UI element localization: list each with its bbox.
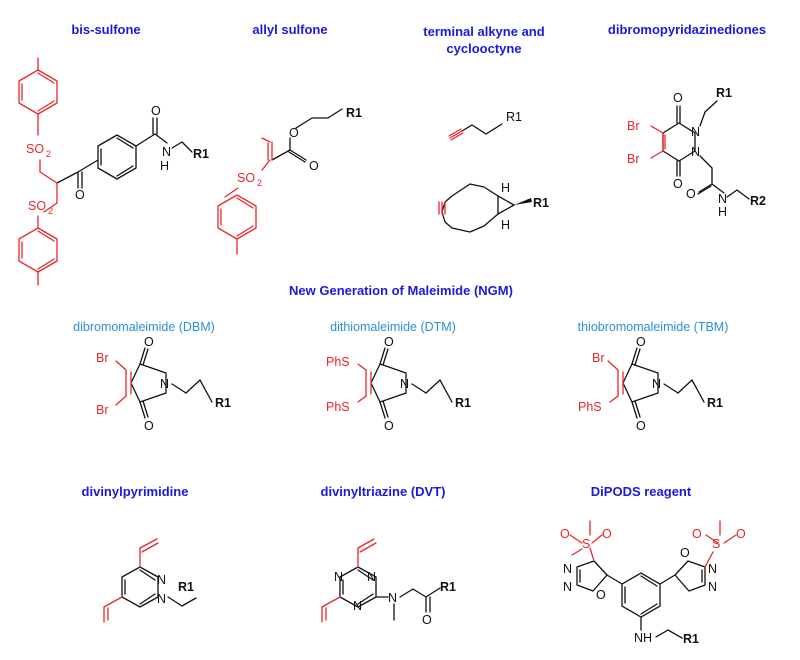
heading-divinylpyrimidine: divinylpyrimidine bbox=[81, 484, 189, 499]
svg-text:O: O bbox=[680, 546, 690, 560]
structure-dibromopyridazinedione: O O Br Br N N R1 O N H R2 bbox=[627, 86, 766, 219]
svg-text:O: O bbox=[602, 527, 612, 541]
svg-text:N: N bbox=[400, 377, 409, 391]
svg-text:R1: R1 bbox=[533, 196, 549, 210]
svg-text:N: N bbox=[334, 570, 343, 584]
svg-text:N: N bbox=[157, 592, 166, 606]
subheading-tbm: thiobromomaleimide (TBM) bbox=[577, 320, 729, 334]
svg-text:O: O bbox=[596, 588, 606, 602]
svg-text:O: O bbox=[289, 126, 299, 140]
svg-text:2: 2 bbox=[257, 178, 262, 188]
svg-text:O: O bbox=[384, 335, 394, 349]
svg-text:O: O bbox=[560, 527, 570, 541]
svg-text:2: 2 bbox=[46, 149, 51, 159]
structure-divinylpyrimidine: N N R1 bbox=[103, 538, 197, 623]
svg-text:R1: R1 bbox=[215, 396, 231, 410]
svg-text:O: O bbox=[686, 187, 696, 201]
svg-text:O: O bbox=[673, 177, 683, 191]
svg-text:H: H bbox=[501, 218, 510, 232]
svg-text:H: H bbox=[718, 205, 727, 219]
heading-allyl-sulfone: allyl sulfone bbox=[252, 22, 328, 37]
svg-text:N: N bbox=[563, 562, 572, 576]
svg-text:N: N bbox=[388, 591, 397, 605]
svg-text:R1: R1 bbox=[683, 632, 699, 646]
heading-alkyne-line2: cyclooctyne bbox=[446, 41, 522, 56]
svg-text:N: N bbox=[160, 377, 169, 391]
svg-text:N: N bbox=[718, 192, 727, 206]
svg-text:PhS: PhS bbox=[326, 400, 350, 414]
structure-cyclooctyne: H H R1 bbox=[438, 181, 549, 233]
svg-text:Br: Br bbox=[592, 351, 605, 365]
svg-text:R1: R1 bbox=[707, 396, 723, 410]
svg-text:O: O bbox=[75, 188, 85, 202]
structure-dbm: O O N Br Br R1 bbox=[96, 335, 231, 433]
so2-top: SO 2 bbox=[26, 142, 51, 159]
svg-text:O: O bbox=[422, 613, 432, 627]
so2-allyl: SO 2 bbox=[237, 171, 262, 188]
svg-text:N: N bbox=[563, 580, 572, 594]
svg-text:Br: Br bbox=[627, 119, 640, 133]
svg-text:R1: R1 bbox=[346, 106, 362, 120]
svg-text:N: N bbox=[691, 145, 700, 159]
svg-text:Br: Br bbox=[96, 351, 109, 365]
svg-text:R1: R1 bbox=[506, 110, 522, 124]
svg-text:O: O bbox=[692, 527, 702, 541]
so2-bottom: SO 2 bbox=[28, 199, 53, 216]
svg-text:O: O bbox=[384, 419, 394, 433]
svg-text:N: N bbox=[353, 599, 362, 613]
svg-text:H: H bbox=[501, 181, 510, 195]
svg-text:N: N bbox=[708, 580, 717, 594]
svg-text:O: O bbox=[636, 335, 646, 349]
svg-text:S: S bbox=[712, 537, 720, 551]
structure-dvt: N N N N O R1 bbox=[321, 538, 456, 627]
svg-text:2: 2 bbox=[48, 206, 53, 216]
svg-text:R2: R2 bbox=[750, 194, 766, 208]
svg-text:SO: SO bbox=[28, 199, 46, 213]
svg-text:PhS: PhS bbox=[326, 355, 350, 369]
heading-ngm: New Generation of Maleimide (NGM) bbox=[289, 283, 513, 298]
heading-dvt: divinyltriazine (DVT) bbox=[320, 484, 446, 499]
svg-text:S: S bbox=[582, 537, 590, 551]
structure-tbm: O O N Br PhS R1 bbox=[578, 335, 723, 433]
svg-text:O: O bbox=[309, 159, 319, 173]
svg-text:Br: Br bbox=[96, 403, 109, 417]
svg-text:SO: SO bbox=[26, 142, 44, 156]
subheading-dbm: dibromomaleimide (DBM) bbox=[73, 320, 215, 334]
svg-text:R1: R1 bbox=[193, 147, 209, 161]
structure-allyl-sulfone: O R1 O SO 2 bbox=[217, 106, 362, 255]
svg-text:O: O bbox=[151, 104, 161, 118]
svg-text:O: O bbox=[144, 419, 154, 433]
svg-text:R1: R1 bbox=[178, 580, 194, 594]
svg-text:SO: SO bbox=[237, 171, 255, 185]
svg-text:R1: R1 bbox=[440, 580, 456, 594]
heading-bis-sulfone: bis-sulfone bbox=[71, 22, 141, 37]
svg-text:PhS: PhS bbox=[578, 400, 602, 414]
structure-bis-sulfone: SO 2 SO 2 O bbox=[18, 57, 209, 286]
svg-text:N: N bbox=[157, 573, 166, 587]
svg-text:R1: R1 bbox=[455, 396, 471, 410]
svg-text:Br: Br bbox=[627, 152, 640, 166]
svg-text:N: N bbox=[691, 125, 700, 139]
svg-text:H: H bbox=[160, 159, 169, 173]
svg-text:O: O bbox=[736, 527, 746, 541]
structure-dipods: N N O S O O N N O S O O bbox=[560, 520, 746, 646]
svg-text:N: N bbox=[652, 377, 661, 391]
heading-dipods: DiPODS reagent bbox=[590, 484, 692, 499]
subheading-dtm: dithiomaleimide (DTM) bbox=[330, 320, 456, 334]
heading-dibromopyridazinediones: dibromopyridazinediones bbox=[607, 22, 767, 37]
svg-text:O: O bbox=[673, 91, 683, 105]
svg-text:O: O bbox=[636, 419, 646, 433]
structure-dtm: O O N PhS PhS R1 bbox=[326, 335, 471, 433]
heading-alkyne-line1: terminal alkyne and bbox=[423, 24, 545, 39]
svg-text:N: N bbox=[367, 570, 376, 584]
svg-text:O: O bbox=[144, 335, 154, 349]
svg-text:R1: R1 bbox=[716, 86, 732, 100]
svg-text:N: N bbox=[708, 562, 717, 576]
svg-text:NH: NH bbox=[634, 631, 652, 645]
svg-text:N: N bbox=[162, 145, 171, 159]
structure-terminal-alkyne: R1 bbox=[448, 110, 522, 141]
